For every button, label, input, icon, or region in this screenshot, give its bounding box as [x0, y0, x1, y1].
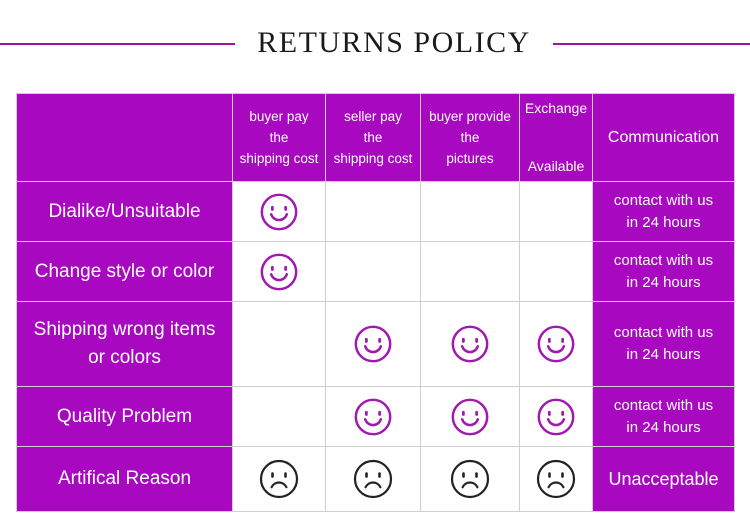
smile-face-icon [451, 325, 489, 363]
table-row: Change style or color contact with us in… [16, 241, 735, 302]
cell-dialike-buyer-provide-pictures [420, 181, 520, 242]
header-cell-exchange-available: Exchange Available [519, 93, 593, 182]
header-label-buyer-pay-shipping: buyer pay the shipping cost [239, 109, 319, 166]
communication-text: contact with us in 24 hours [613, 396, 714, 436]
row-label-cell-change-style-or-color: Change style or color [16, 241, 233, 302]
header-cell-communication: Communication [592, 93, 735, 182]
smile-face-icon [537, 325, 575, 363]
cell-shipping-wrong-seller-pay-shipping [325, 301, 421, 387]
table-header-row: buyer pay the shipping cost seller pay t… [16, 93, 735, 182]
cell-artifical-buyer-provide-pictures [420, 446, 520, 512]
row-label-cell-artifical-reason: Artifical Reason [16, 446, 233, 512]
table-row: Shipping wrong items or colors [16, 301, 735, 387]
table-row: Artifical Reason [16, 446, 735, 512]
title-rule-left [0, 43, 236, 45]
header-cell-corner [16, 93, 233, 182]
communication-text: contact with us in 24 hours [613, 324, 714, 363]
row-label-cell-shipping-wrong-items: Shipping wrong items or colors [16, 301, 233, 387]
header-label-buyer-provide-pictures: buyer provide the pictures [429, 109, 511, 166]
communication-text: Unacceptable [608, 469, 719, 489]
cell-change-style-communication: contact with us in 24 hours [592, 241, 735, 302]
row-label-quality-problem: Quality Problem [56, 405, 193, 427]
cell-change-style-seller-pay-shipping [325, 241, 421, 302]
cell-quality-buyer-pay-shipping [232, 386, 326, 447]
header-cell-seller-pay-shipping: seller pay the shipping cost [325, 93, 421, 182]
smile-face-icon [354, 325, 392, 363]
returns-policy-table: buyer pay the shipping cost seller pay t… [16, 93, 735, 512]
page-header: RETURNS POLICY [0, 0, 750, 88]
smile-face-icon [537, 398, 575, 435]
row-label-change-style-or-color: Change style or color [34, 260, 215, 282]
cell-shipping-wrong-buyer-pay-shipping [232, 301, 326, 387]
cell-dialike-buyer-pay-shipping [232, 181, 326, 242]
row-label-shipping-wrong-items: Shipping wrong items or colors [33, 319, 216, 368]
smile-face-icon [260, 253, 298, 290]
cell-quality-seller-pay-shipping [325, 386, 421, 447]
communication-text: contact with us in 24 hours [613, 251, 714, 291]
header-cell-buyer-provide-pictures: buyer provide the pictures [420, 93, 520, 182]
frown-face-icon [536, 459, 576, 499]
cell-artifical-exchange-available [519, 446, 593, 512]
returns-policy-table-wrapper: buyer pay the shipping cost seller pay t… [16, 93, 735, 512]
cell-artifical-seller-pay-shipping [325, 446, 421, 512]
cell-quality-exchange-available [519, 386, 593, 447]
cell-dialike-seller-pay-shipping [325, 181, 421, 242]
cell-quality-communication: contact with us in 24 hours [592, 386, 735, 447]
row-label-cell-dialike-unsuitable: Dialike/Unsuitable [16, 181, 233, 242]
cell-shipping-wrong-communication: contact with us in 24 hours [592, 301, 735, 387]
table-row: Dialike/Unsuitable contact with us in 24… [16, 181, 735, 242]
row-label-dialike-unsuitable: Dialike/Unsuitable [48, 200, 201, 222]
cell-artifical-communication: Unacceptable [592, 446, 735, 512]
header-label-exchange-available: Exchange Available [524, 100, 588, 174]
frown-face-icon [353, 459, 393, 499]
cell-artifical-buyer-pay-shipping [232, 446, 326, 512]
smile-face-icon [354, 398, 392, 435]
cell-change-style-buyer-provide-pictures [420, 241, 520, 302]
cell-shipping-wrong-exchange-available [519, 301, 593, 387]
cell-dialike-exchange-available [519, 181, 593, 242]
communication-text: contact with us in 24 hours [613, 191, 714, 231]
header-label-seller-pay-shipping: seller pay the shipping cost [333, 109, 413, 166]
cell-change-style-exchange-available [519, 241, 593, 302]
cell-dialike-communication: contact with us in 24 hours [592, 181, 735, 242]
cell-change-style-buyer-pay-shipping [232, 241, 326, 302]
row-label-artifical-reason: Artifical Reason [57, 468, 192, 489]
frown-face-icon [259, 459, 299, 499]
cell-quality-buyer-provide-pictures [420, 386, 520, 447]
header-label-communication: Communication [607, 128, 720, 146]
row-label-cell-quality-problem: Quality Problem [16, 386, 233, 447]
table-row: Quality Problem [16, 386, 735, 447]
cell-shipping-wrong-buyer-provide-pictures [420, 301, 520, 387]
title-rule-right [552, 43, 750, 45]
header-cell-buyer-pay-shipping: buyer pay the shipping cost [232, 93, 326, 182]
frown-face-icon [450, 459, 490, 499]
smile-face-icon [260, 193, 298, 230]
smile-face-icon [451, 398, 489, 435]
page-title: RETURNS POLICY [257, 25, 531, 59]
